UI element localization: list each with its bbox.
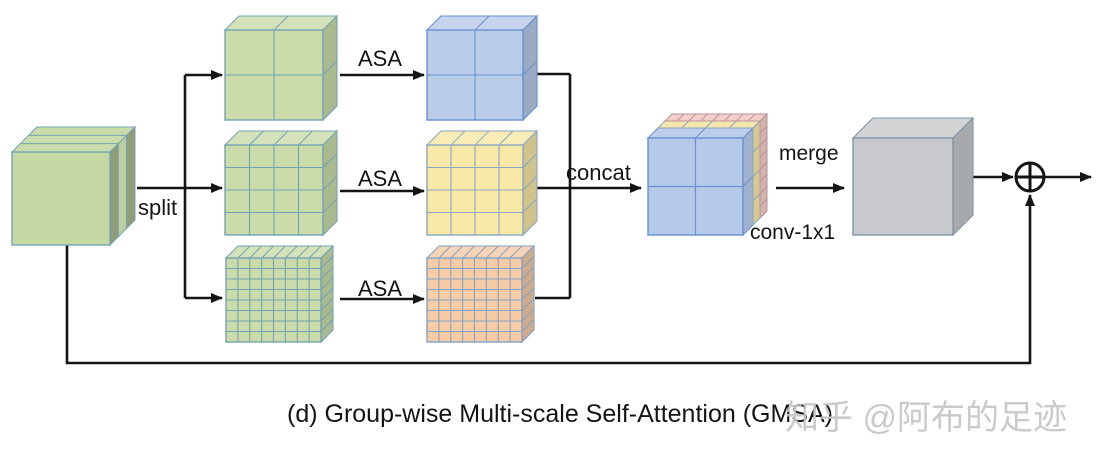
skip-connection-line [65,194,1035,365]
figure-caption: (d) Group-wise Multi-scale Self-Attentio… [287,400,833,428]
connectors [65,70,1092,365]
merged-feature-cube [851,116,975,237]
asa-output-coarse-2x2 [425,14,539,122]
concat-label: concat [566,160,631,185]
merge-label: merge [779,142,839,165]
asa-label-middle: ASA [358,166,402,191]
split-grid-fine-8x8 [224,244,335,344]
asa-output-fine-8x8 [425,244,536,344]
add-operator-icon [1014,161,1046,193]
asa-output-medium-4x4 [425,129,539,237]
concat-feature-cube [646,112,769,237]
conv1x1-label: conv-1x1 [750,221,835,244]
split-label: split [138,195,177,220]
asa-label-bottom: ASA [358,276,402,301]
split-grid-medium-4x4 [223,129,339,237]
watermark: 知乎 @阿布的足迹 [785,399,1067,437]
input-feature-cube [10,125,137,247]
split-grid-coarse-2x2 [223,14,339,122]
asa-label-top: ASA [358,46,402,71]
